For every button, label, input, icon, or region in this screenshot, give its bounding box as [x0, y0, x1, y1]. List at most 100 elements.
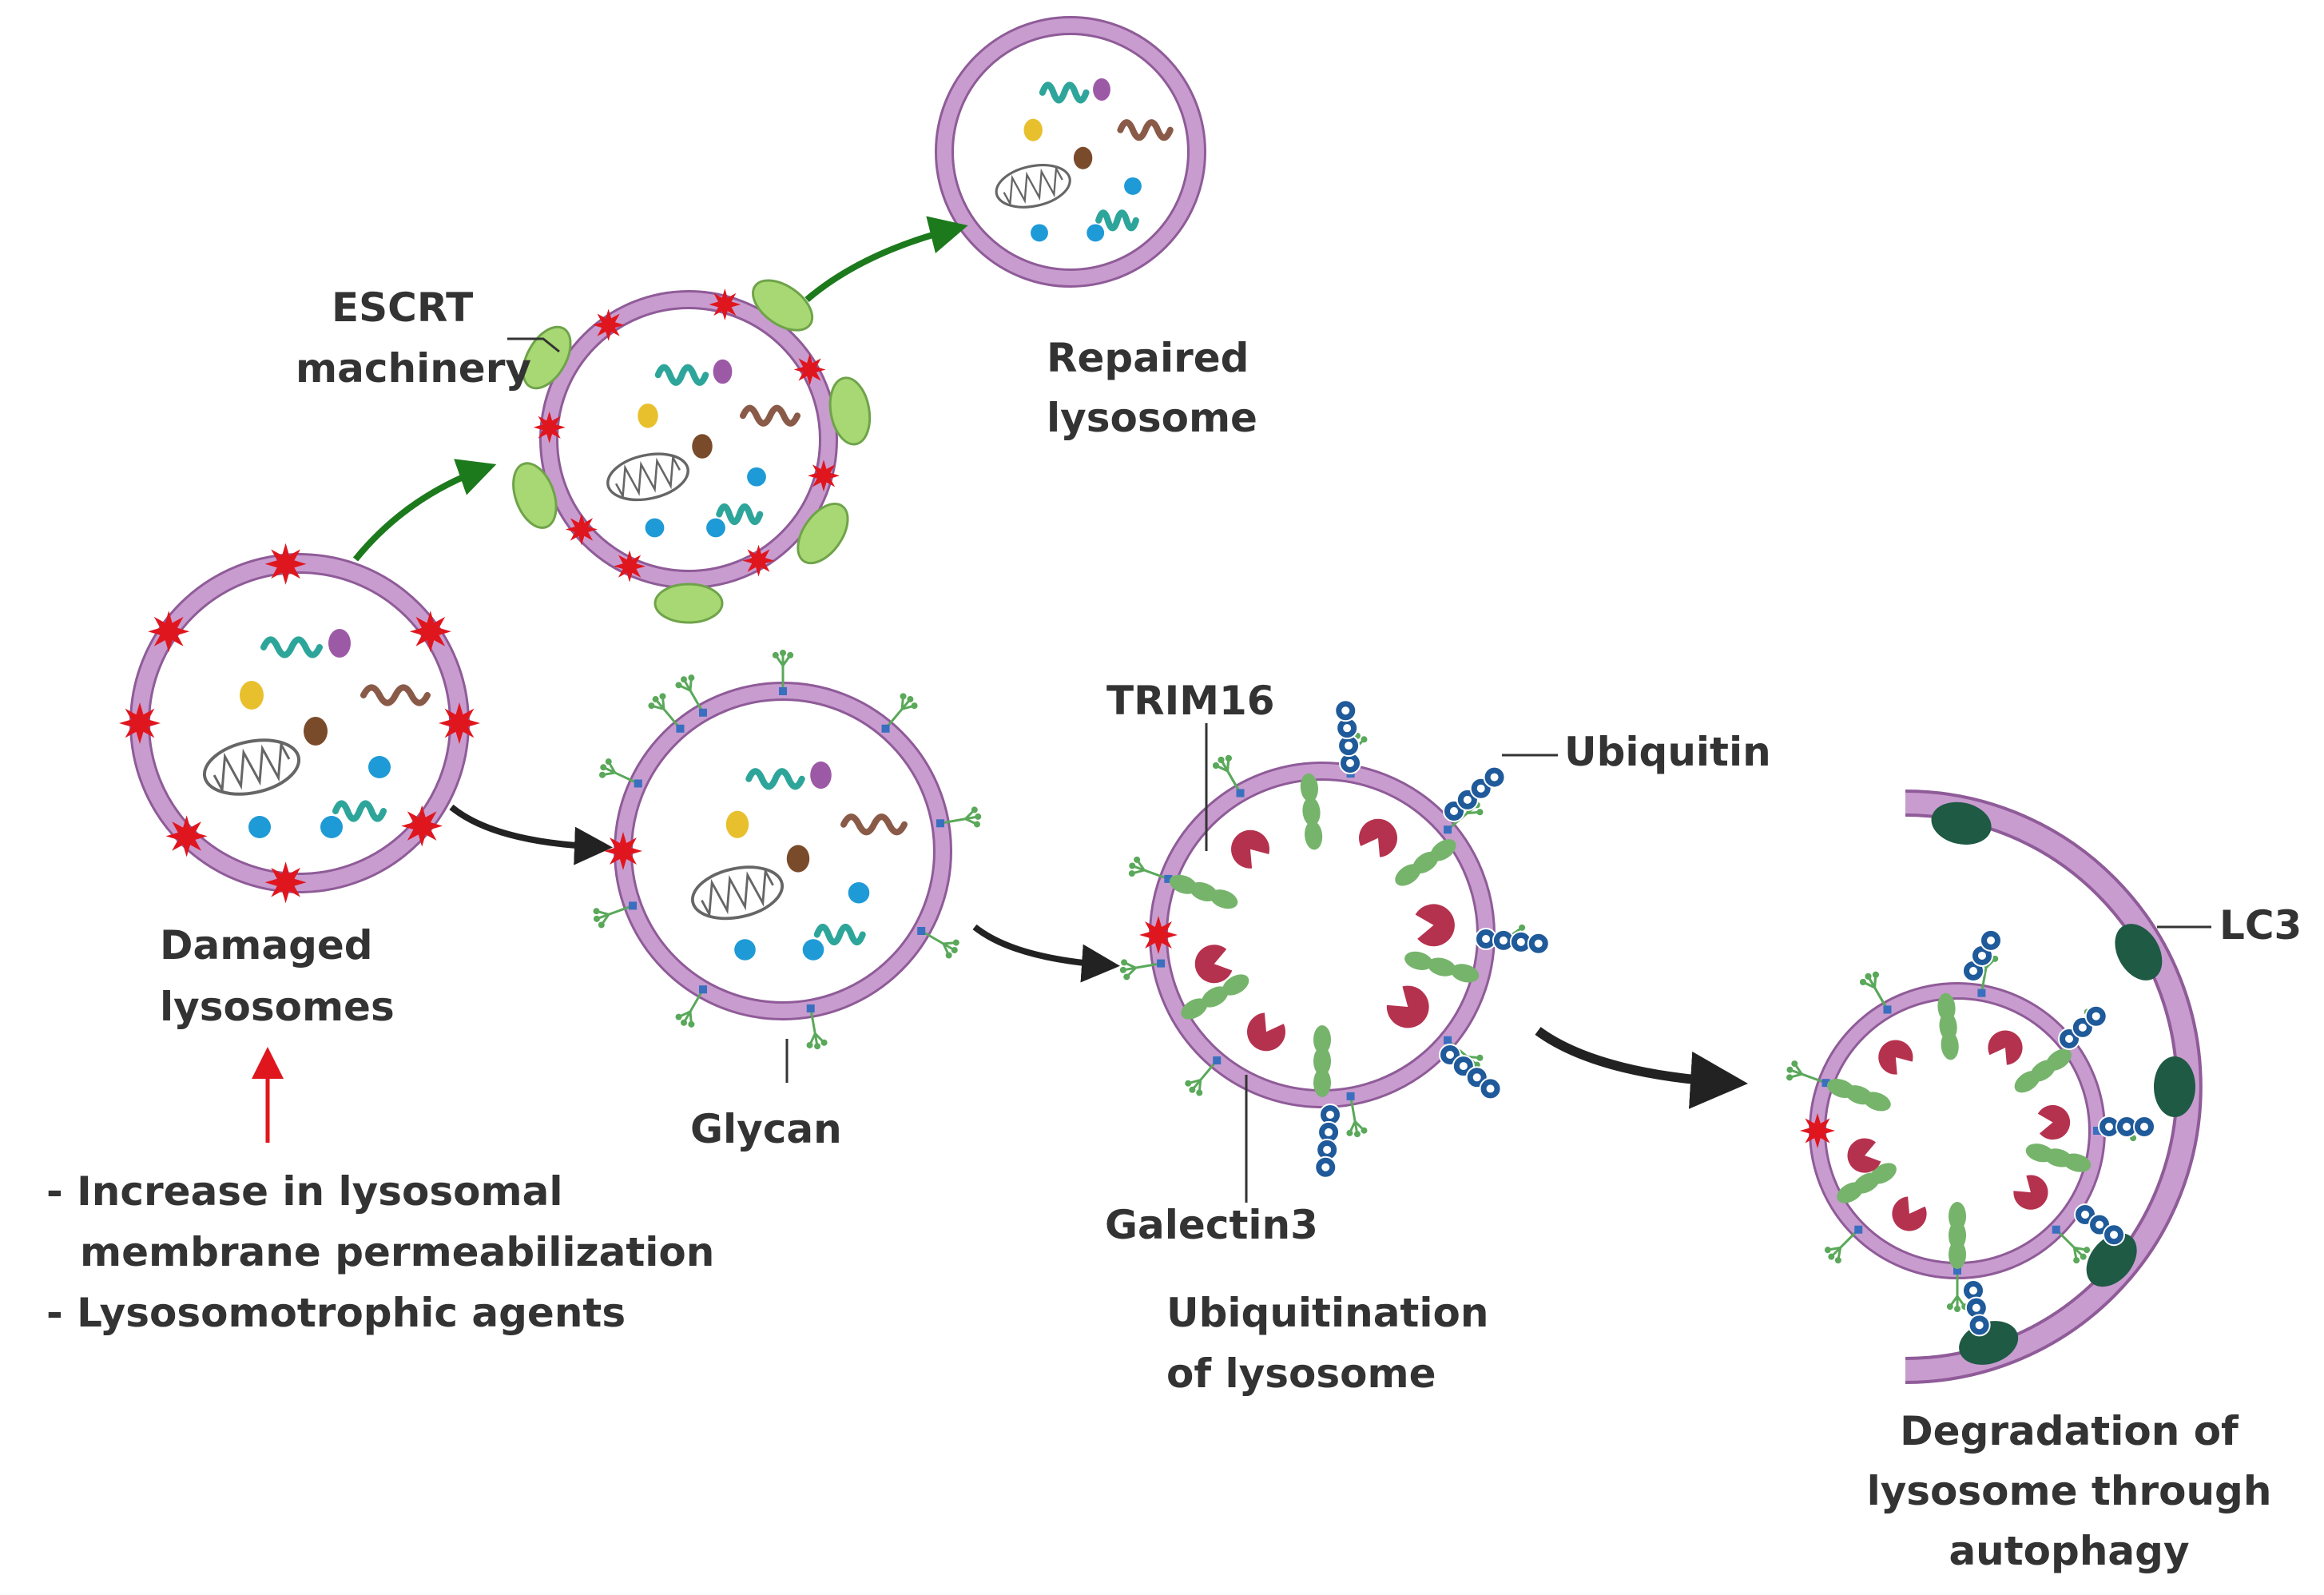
galectin3-domain	[1300, 773, 1318, 802]
glycoprotein-anchor	[1821, 1079, 1830, 1088]
glycan-sugar	[1361, 736, 1368, 743]
glycoprotein-anchor	[1164, 874, 1173, 883]
ubiquitin-highlight	[1459, 1062, 1468, 1071]
damaged-lysosome	[119, 543, 480, 904]
lc3	[2086, 1233, 2137, 1287]
vesicle-yellow	[638, 403, 658, 428]
ubiquitin-highlight	[1325, 1128, 1333, 1136]
trim16	[1194, 945, 1233, 984]
glycan-label: Glycan	[690, 1106, 842, 1152]
glycan	[1185, 1056, 1222, 1096]
glycan-sugar	[605, 758, 612, 766]
ubiquitin-highlight	[1978, 951, 1986, 960]
protein-fragment	[1117, 119, 1174, 141]
ubiquitin-chain	[1443, 766, 1506, 822]
vesicle-blue	[802, 939, 824, 961]
damaged-label-line1: Damaged	[160, 922, 373, 969]
ubiquitin-highlight	[1534, 939, 1543, 948]
protein-fragment	[740, 404, 800, 427]
galectin3-domain	[1428, 957, 1456, 976]
glycan-stem	[1801, 1072, 1827, 1084]
escrt-complex	[828, 376, 872, 446]
membrane-damage-site	[604, 832, 642, 870]
ubiquitin-highlight	[2096, 1220, 2104, 1229]
protein-fragment	[260, 636, 323, 658]
ubiquitin-chain	[1962, 1279, 1991, 1337]
membrane-damage-site	[533, 411, 566, 443]
galectin3	[1837, 1163, 1897, 1203]
glycan-stem	[1980, 967, 1988, 993]
glycoprotein-anchor	[676, 724, 685, 733]
vesicle-blue	[734, 939, 756, 961]
glycan-stem	[940, 817, 966, 825]
vesicle-blue	[368, 756, 391, 778]
glycan-sugar	[907, 696, 914, 703]
escrt-repairing-lysosome	[512, 279, 872, 624]
mitochondrion-cristae	[701, 867, 774, 918]
glycan-sugar	[975, 813, 982, 820]
mitochondrion	[606, 452, 689, 502]
galectin3	[1404, 951, 1480, 983]
membrane-damage-site	[401, 805, 443, 847]
glycan	[675, 985, 707, 1028]
vesicle-yellow	[725, 810, 749, 838]
membrane-damage-site	[793, 353, 826, 386]
membrane-damage-site	[808, 459, 840, 492]
ubiquitin-highlight	[1326, 1111, 1334, 1119]
glycan-sugar	[1859, 978, 1866, 985]
glycoprotein-anchor	[1977, 988, 1986, 997]
glycoprotein-anchor	[629, 901, 638, 910]
mitochondrion-cristae	[1003, 165, 1063, 207]
trim16	[1892, 1196, 1927, 1231]
glycan	[1786, 1060, 1830, 1088]
ubiquitin-highlight	[1969, 1287, 1977, 1295]
glycan-sugar	[1121, 959, 1128, 966]
vesicle-blue	[706, 518, 725, 538]
ubiquitin-highlight	[2105, 1123, 2113, 1131]
mitochondrion	[202, 738, 301, 796]
glycan-sugar	[1865, 973, 1872, 980]
ubiquitin-highlight	[1972, 1303, 1980, 1312]
glycan	[648, 693, 685, 733]
protein-fragment	[813, 923, 866, 946]
membrane-damage-site	[264, 861, 307, 904]
escrt-label-line1: ESCRT	[332, 284, 473, 331]
protein-fragment	[360, 684, 431, 706]
galectin3	[1949, 1202, 1966, 1269]
progression-arrow-3	[1535, 1027, 1748, 1109]
glycan-sugar	[1123, 973, 1130, 980]
ubiquitin-chain	[2074, 1203, 2126, 1247]
repaired-lysosome	[935, 16, 1206, 288]
glycan	[593, 901, 638, 929]
trim16	[1247, 1012, 1285, 1052]
ubiquitin-highlight	[2065, 1035, 2073, 1043]
galectin3-domain	[1941, 1031, 1959, 1060]
membrane-damage-site	[264, 543, 307, 585]
glycan-sugar	[951, 947, 958, 953]
glycan	[1128, 856, 1173, 883]
glycan-sugar	[1824, 1247, 1831, 1254]
ubiquitin-highlight	[1499, 936, 1508, 945]
ubiquitin-highlight	[2110, 1231, 2119, 1239]
glycan-sugar	[2080, 1253, 2087, 1260]
glycan-sugar	[681, 676, 687, 683]
trim16	[2037, 1104, 2071, 1140]
glycan-sugar	[1992, 955, 1999, 962]
mitochondrion-cristae	[614, 454, 681, 500]
glycan-sugar	[593, 915, 600, 922]
ubiquitin-chain	[1962, 929, 2002, 982]
progression-arrow-2	[972, 924, 1120, 983]
process-arrows	[252, 216, 1748, 1143]
glycoprotein-anchor	[1444, 1036, 1452, 1044]
membrane-damage-site	[614, 550, 646, 583]
glycoprotein-anchor	[806, 1004, 815, 1012]
membrane-damage-site	[592, 308, 625, 341]
galectin3-domain	[1404, 951, 1433, 970]
ubiquitin-highlight	[1346, 759, 1354, 767]
lc3	[1931, 801, 1992, 845]
glycoprotein-anchor	[881, 724, 890, 733]
mitochondrion	[995, 164, 1071, 209]
escrt-complex	[752, 279, 814, 332]
glycan-exposed-lysosome	[593, 650, 982, 1050]
trim16	[1847, 1138, 1881, 1173]
